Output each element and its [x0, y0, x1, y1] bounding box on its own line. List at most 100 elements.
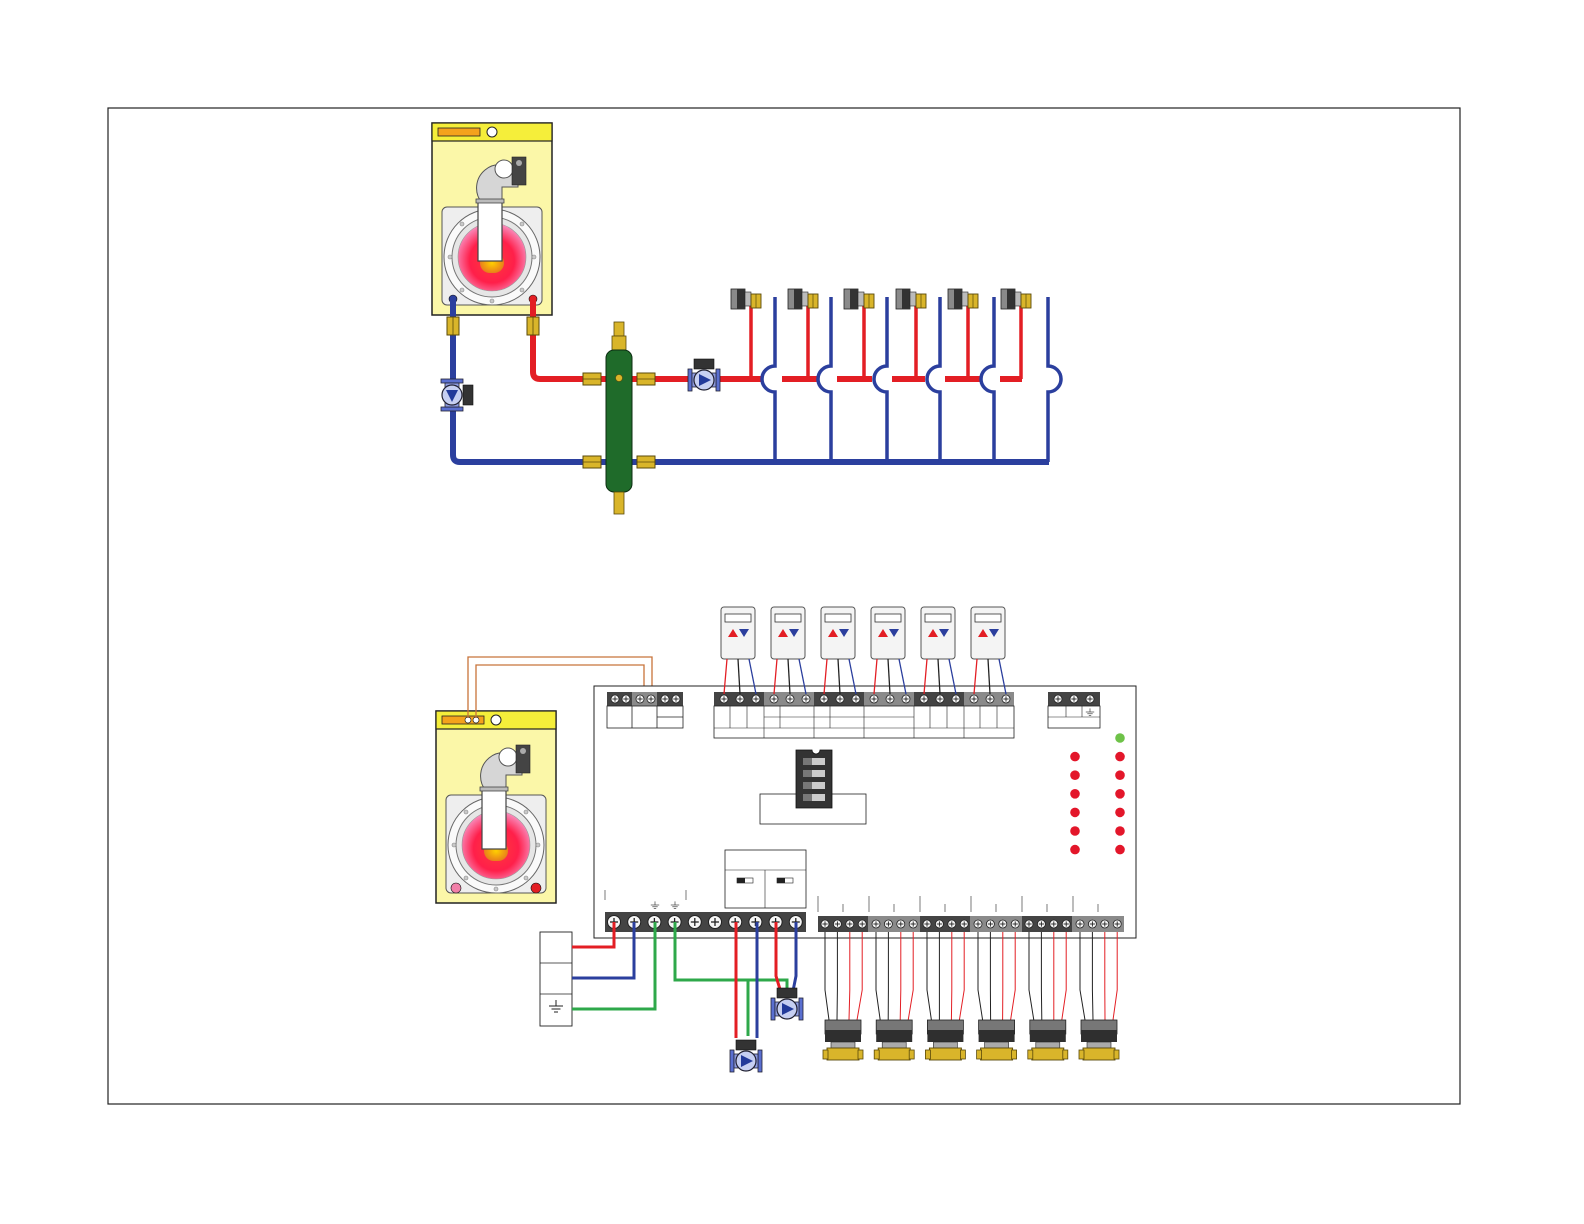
zone-valve-wire [978, 932, 983, 1020]
terminal-screw-icon[interactable] [770, 695, 778, 703]
terminal-screw-icon[interactable] [970, 695, 978, 703]
terminal-screw-icon[interactable] [858, 920, 866, 928]
wiring-diagram [436, 607, 1136, 1072]
terminal-screw-icon[interactable] [1088, 920, 1096, 928]
status-led [1115, 770, 1125, 780]
terminal-screw-icon[interactable] [852, 695, 860, 703]
terminal-screw-icon[interactable] [833, 920, 841, 928]
zone-valve-wire [1062, 932, 1066, 1020]
zone-valve-icon [823, 932, 1119, 1060]
terminal-screw-icon[interactable] [986, 695, 994, 703]
terminal-screw-icon[interactable] [986, 920, 994, 928]
terminal-screw-icon[interactable] [1037, 920, 1045, 928]
zone-valve-actuator [925, 1020, 965, 1060]
status-led [1115, 733, 1125, 743]
thermostat [871, 607, 905, 659]
terminal-screw-icon[interactable] [870, 695, 878, 703]
boiler-return-fitting [447, 317, 459, 335]
terminal-screw-icon[interactable] [1113, 920, 1121, 928]
terminal-screw-icon[interactable] [897, 920, 905, 928]
zone-valve-wire [1080, 932, 1085, 1020]
thermostat-icon [721, 607, 1006, 694]
terminal-screw-icon[interactable] [886, 695, 894, 703]
hydraulic-separator-icon [583, 322, 655, 514]
terminal-screw-icon[interactable] [920, 695, 928, 703]
zone-valve-wire [876, 932, 880, 1020]
terminal-screw-icon[interactable] [688, 916, 701, 929]
zone-valve-actuator [977, 1020, 1017, 1060]
terminal-screw-icon[interactable] [752, 695, 760, 703]
zone-valve-actuator [1028, 1020, 1068, 1060]
terminal-screw-icon[interactable] [935, 920, 943, 928]
relay-block [725, 850, 806, 908]
terminal-screw-icon[interactable] [960, 920, 968, 928]
status-led [1115, 808, 1125, 818]
status-led [1070, 789, 1080, 799]
boiler-supply-fitting [527, 317, 539, 335]
thermostat [771, 607, 805, 659]
terminal-screw-icon[interactable] [936, 695, 944, 703]
zone-valve-wire [1092, 932, 1093, 1020]
status-led [1070, 752, 1080, 762]
boiler-icon [432, 123, 552, 315]
thermostat [971, 607, 1005, 659]
terminal-screw-icon[interactable] [902, 695, 910, 703]
zone-valve-wire [857, 932, 862, 1020]
terminal-screw-icon[interactable] [884, 920, 892, 928]
power-supply-box-icon [540, 932, 572, 1026]
terminal-screw-icon[interactable] [999, 920, 1007, 928]
zone-valve-wire [849, 932, 850, 1020]
terminal-screw-icon[interactable] [923, 920, 931, 928]
terminal-screw-icon[interactable] [709, 916, 722, 929]
status-led [1115, 845, 1125, 855]
zone-valve-wire [908, 932, 913, 1020]
terminal-screw-icon[interactable] [736, 695, 744, 703]
zone-valve-wire [900, 932, 901, 1020]
thermostat [721, 607, 755, 659]
terminal-screw-icon[interactable] [802, 695, 810, 703]
status-led [1070, 770, 1080, 780]
status-led [1115, 789, 1125, 799]
terminal-screw-icon[interactable] [952, 695, 960, 703]
thermostat [821, 607, 855, 659]
terminal-screw-icon[interactable] [974, 920, 982, 928]
terminal-screw-icon[interactable] [786, 695, 794, 703]
status-led [1070, 826, 1080, 836]
terminal-screw-icon[interactable] [821, 920, 829, 928]
terminal-screw-icon[interactable] [872, 920, 880, 928]
terminal-screw-icon[interactable] [846, 920, 854, 928]
status-led [1070, 808, 1080, 818]
terminal-screw-icon[interactable] [909, 920, 917, 928]
page-frame [108, 108, 1460, 1104]
terminal-screw-icon[interactable] [820, 695, 828, 703]
zone-valve-wire [927, 932, 931, 1020]
piping-diagram [432, 123, 1061, 514]
terminal-screw-icon[interactable] [749, 916, 762, 929]
terminal-screw-icon[interactable] [1050, 920, 1058, 928]
boiler-icon [436, 711, 556, 903]
zone-valve-wire [1011, 932, 1016, 1020]
terminal-screw-icon[interactable] [720, 695, 728, 703]
zone-valve-wire [1113, 932, 1117, 1020]
status-led [1115, 752, 1125, 762]
terminal-screw-icon[interactable] [1101, 920, 1109, 928]
status-led [1115, 826, 1125, 836]
circulator-pump-icon [730, 988, 803, 1072]
terminal-screw-icon[interactable] [1062, 920, 1070, 928]
terminal-screw-icon[interactable] [1025, 920, 1033, 928]
zone-valve-wire [825, 932, 829, 1020]
circulator-pump-icon [441, 359, 720, 411]
power-wires [572, 922, 796, 1038]
thermostat [921, 607, 955, 659]
terminal-screw-icon[interactable] [948, 920, 956, 928]
terminal-screw-icon[interactable] [1002, 695, 1010, 703]
zone-valve-actuator [1079, 1020, 1119, 1060]
zone-valve-actuator [874, 1020, 914, 1060]
status-led [1070, 845, 1080, 855]
zone-valve-wire [959, 932, 964, 1020]
terminal-screw-icon[interactable] [1076, 920, 1084, 928]
terminal-screw-icon[interactable] [1011, 920, 1019, 928]
zone-valve-wire [1029, 932, 1034, 1020]
terminal-screw-icon[interactable] [836, 695, 844, 703]
